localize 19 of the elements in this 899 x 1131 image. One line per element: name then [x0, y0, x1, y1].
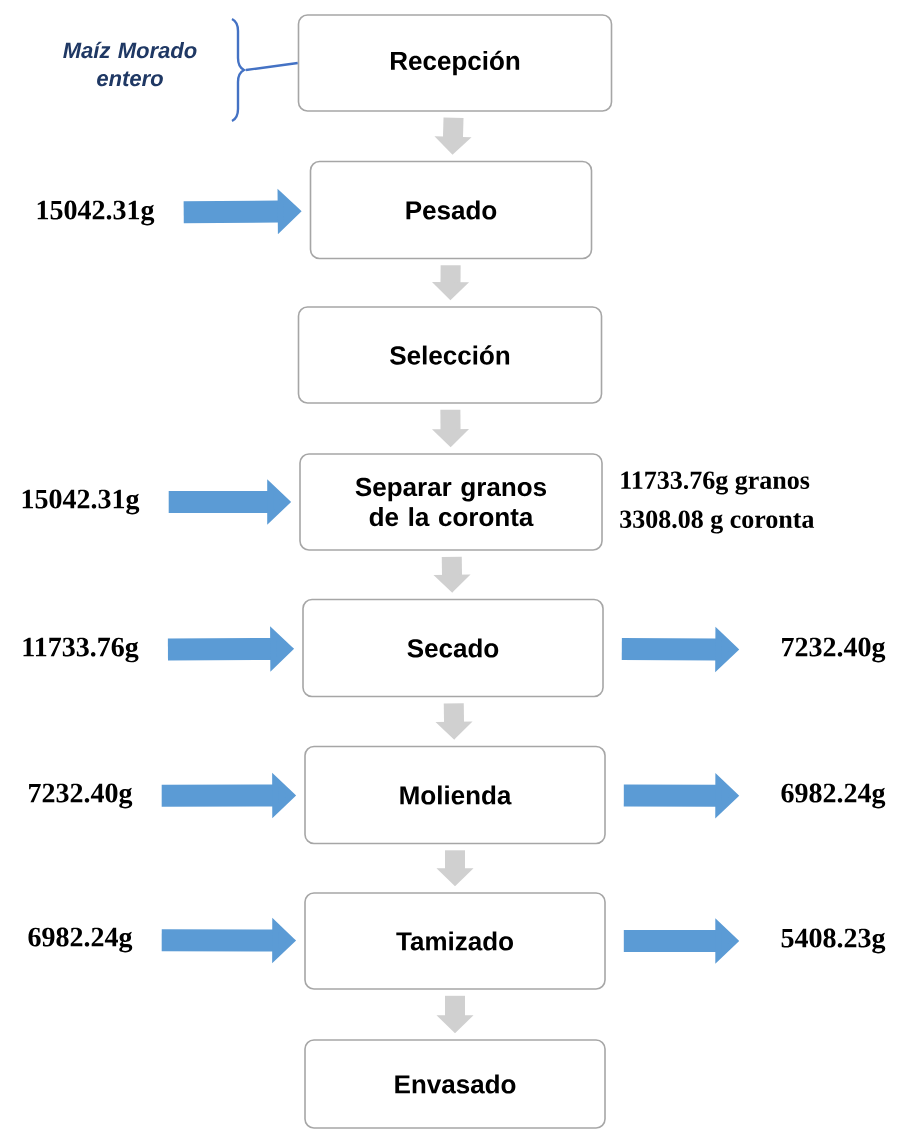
weight-value: 6982.24g: [28, 927, 133, 953]
input-note: Maíz Morado entero: [63, 41, 197, 87]
process-box: Molienda: [304, 745, 606, 845]
process-box: Pesado: [309, 160, 593, 260]
process-box: Envasado: [304, 1039, 606, 1129]
output-note: 11733.76g granos: [621, 471, 810, 495]
process-box: Secado: [302, 598, 604, 698]
weight-value: 5408.23g: [781, 928, 886, 954]
process-box: Separar granos de la coronta: [299, 453, 603, 551]
weight-value: 11733.76g: [23, 637, 139, 663]
process-box: Selección: [297, 306, 603, 404]
weight-value: 6982.24g: [781, 783, 886, 809]
process-box: Recepción: [297, 14, 613, 112]
weight-value: 15042.31g: [37, 200, 155, 226]
weight-value: 7232.40g: [782, 637, 886, 663]
weight-value: 15042.31g: [22, 489, 140, 515]
process-box: Tamizado: [304, 892, 606, 990]
weight-value: 7232.40g: [29, 783, 133, 809]
output-note: 3308.08 g coronta: [620, 510, 815, 534]
